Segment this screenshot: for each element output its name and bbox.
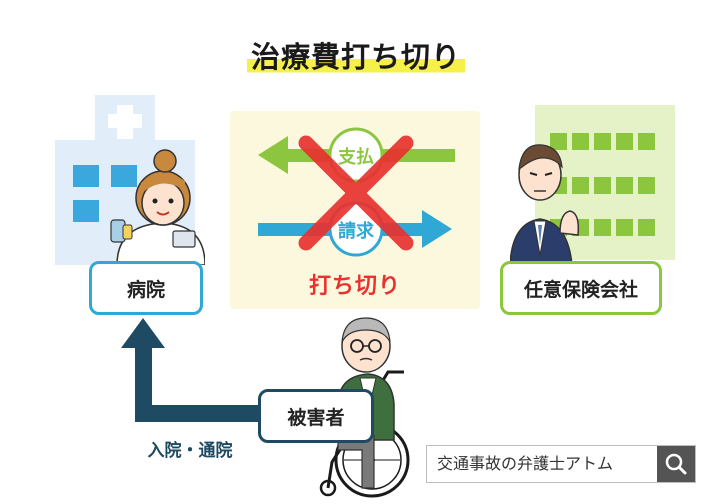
insurer-label-text: 任意保険会社 bbox=[523, 278, 638, 301]
payment-label: 支払 bbox=[337, 146, 374, 168]
title-container: 治療費打ち切り bbox=[0, 34, 712, 76]
visit-label: 入院・通院 bbox=[147, 441, 233, 461]
hospital-window bbox=[73, 200, 99, 222]
hospital-window bbox=[111, 165, 137, 187]
hospital-window bbox=[73, 165, 99, 187]
cross-mark-icon bbox=[298, 135, 414, 251]
search-button[interactable] bbox=[657, 446, 695, 482]
flow-diagram: 支払 請求 bbox=[258, 127, 455, 257]
page-title: 治療費打ち切り bbox=[246, 34, 465, 76]
insurer-illustration bbox=[510, 105, 675, 265]
visit-arrow bbox=[121, 318, 268, 422]
nurse-illustration bbox=[110, 149, 205, 265]
claim-label: 請求 bbox=[338, 220, 375, 242]
insurer-label: 任意保険会社 bbox=[500, 261, 662, 315]
hospital-label: 病院 bbox=[89, 261, 203, 315]
payment-circle bbox=[328, 127, 384, 183]
hospital-label-text: 病院 bbox=[126, 278, 165, 301]
search-input-text[interactable]: 交通事故の弁護士アトム bbox=[437, 454, 614, 473]
search-icon bbox=[665, 453, 687, 475]
victim-label-text: 被害者 bbox=[287, 406, 345, 429]
hospital-illustration bbox=[55, 95, 205, 265]
cutoff-label: 打ち切り bbox=[308, 274, 401, 299]
search-box[interactable]: 交通事故の弁護士アトム bbox=[426, 445, 696, 483]
businessman-illustration bbox=[510, 144, 580, 265]
victim-label: 被害者 bbox=[258, 389, 374, 443]
